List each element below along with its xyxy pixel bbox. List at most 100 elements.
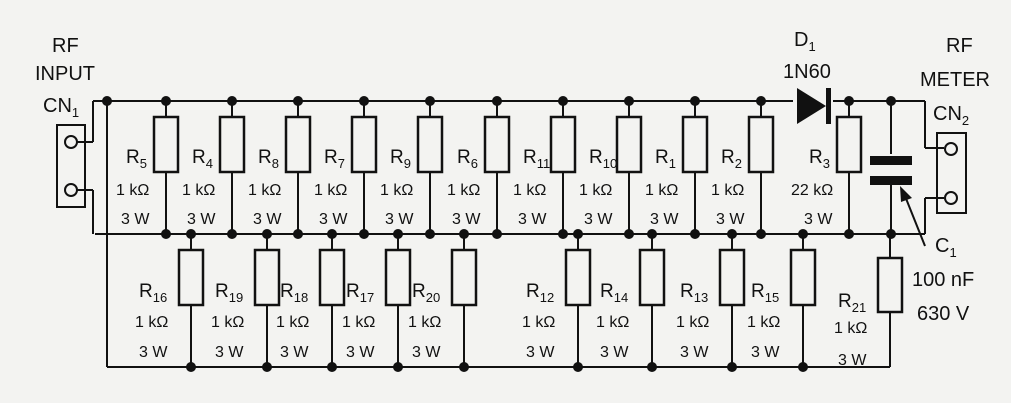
resistor-label: R18 <box>280 281 308 305</box>
junction-dot <box>227 96 237 106</box>
resistor-R5 <box>152 115 180 174</box>
resistor-value: 1 kΩ <box>135 314 168 331</box>
junction-dot <box>558 96 568 106</box>
junction-dot <box>459 229 469 239</box>
components <box>56 88 967 372</box>
resistor-value: 1 kΩ <box>314 182 347 199</box>
labels: RF INPUT CN1 D1 1N60 RF METER CN2 C1 100… <box>35 29 990 369</box>
junction-dot <box>624 229 634 239</box>
resistor-R4 <box>218 115 246 174</box>
junction-dot <box>262 229 272 239</box>
resistor-power: 3 W <box>600 344 629 361</box>
resistor-label: R16 <box>139 281 167 305</box>
resistor-R18 <box>318 248 346 307</box>
d1-label: D1 <box>794 29 816 54</box>
resistor-value: 1 kΩ <box>747 314 780 331</box>
resistor-R20 <box>450 248 478 307</box>
resistor-value: 1 kΩ <box>513 182 546 199</box>
junction-dot <box>393 229 403 239</box>
resistor-R11 <box>549 115 577 174</box>
resistor-value: 1 kΩ <box>834 320 867 337</box>
junction-dot <box>756 96 766 106</box>
diode-cathode-bar <box>826 88 831 124</box>
capacitor-plate <box>870 176 912 185</box>
resistor-power: 3 W <box>716 211 745 228</box>
resistor-label: R11 <box>523 147 550 171</box>
junction-dot <box>690 96 700 106</box>
resistor-power: 3 W <box>650 211 679 228</box>
capacitor-plate <box>870 156 912 165</box>
junction-dot <box>186 229 196 239</box>
resistor-label: R1 <box>655 147 676 171</box>
resistor-R12 <box>564 248 592 307</box>
junction-dot <box>492 229 502 239</box>
resistor-R6 <box>483 115 511 174</box>
resistor-power: 3 W <box>412 344 441 361</box>
resistor-label: R2 <box>721 147 742 171</box>
resistor-value: 1 kΩ <box>408 314 441 331</box>
junction-dot <box>359 96 369 106</box>
c1-value: 100 nF <box>912 269 974 291</box>
resistor-value: 1 kΩ <box>248 182 281 199</box>
resistor-R17 <box>384 248 412 307</box>
resistor-label: R4 <box>192 147 213 171</box>
resistor-label: R6 <box>457 147 478 171</box>
resistor-value: 1 kΩ <box>579 182 612 199</box>
resistor-R21 <box>876 256 904 314</box>
rf-input-label-line2: INPUT <box>35 63 95 85</box>
resistor-power: 3 W <box>751 344 780 361</box>
resistor-R16 <box>177 248 205 307</box>
resistor-label: R5 <box>126 147 147 171</box>
junction-dot <box>756 229 766 239</box>
junction-dot <box>393 362 403 372</box>
c1-label: C1 <box>935 235 957 260</box>
resistor-power: 3 W <box>838 352 867 369</box>
resistor-value: 1 kΩ <box>182 182 215 199</box>
resistor-R9 <box>416 115 444 174</box>
junction-dot <box>573 229 583 239</box>
resistor-value: 1 kΩ <box>116 182 149 199</box>
resistor-power: 3 W <box>253 211 282 228</box>
resistor-label: R19 <box>215 281 243 305</box>
resistor-value: 1 kΩ <box>711 182 744 199</box>
rf-meter-label-line2: METER <box>920 69 990 91</box>
resistor-R14 <box>638 248 666 307</box>
resistor-power: 3 W <box>280 344 309 361</box>
rf-meter-label-line1: RF <box>946 35 973 57</box>
resistor-label: R17 <box>346 281 374 305</box>
resistor-power: 3 W <box>518 211 547 228</box>
junction-dot <box>186 362 196 372</box>
junction-dot <box>727 362 737 372</box>
junction-dot <box>573 362 583 372</box>
junction-dot <box>647 229 657 239</box>
junction-dot <box>327 229 337 239</box>
junction-dot <box>798 362 808 372</box>
junction-dot <box>886 229 896 239</box>
resistor-label: R9 <box>390 147 411 171</box>
c1-voltage: 630 V <box>917 303 970 325</box>
resistor-value: 1 kΩ <box>342 314 375 331</box>
cn2-label: CN2 <box>933 103 969 128</box>
resistor-R3 <box>835 115 863 174</box>
resistor-label: R20 <box>412 281 440 305</box>
junction-dot <box>844 229 854 239</box>
junction-dot <box>886 96 896 106</box>
resistor-power: 3 W <box>385 211 414 228</box>
resistor-power: 3 W <box>187 211 216 228</box>
resistor-power: 3 W <box>346 344 375 361</box>
resistor-power: 3 W <box>319 211 348 228</box>
junction-dot <box>425 229 435 239</box>
resistor-label: R7 <box>324 147 345 171</box>
resistor-value: 1 kΩ <box>645 182 678 199</box>
junction-dot <box>558 229 568 239</box>
resistor-R2 <box>747 115 775 174</box>
junction-dot <box>798 229 808 239</box>
diode-D1 <box>797 88 826 124</box>
arrow-head-icon <box>900 186 912 202</box>
junction-dot <box>293 96 303 106</box>
resistor-power: 3 W <box>804 211 833 228</box>
resistor-power: 3 W <box>215 344 244 361</box>
junction-dot <box>293 229 303 239</box>
